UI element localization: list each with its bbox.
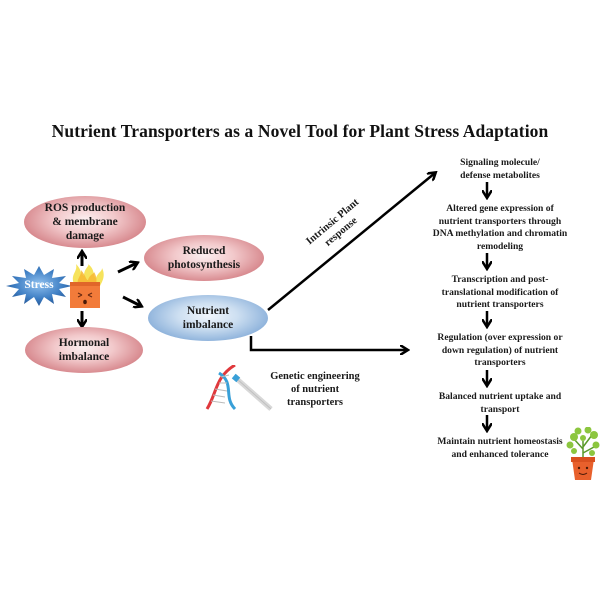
arrow-genetic-engineering [249,336,407,350]
step-transcription-modification: Transcription and post-translational mod… [441,274,559,310]
angry-burning-box-icon [70,264,104,308]
diagram-title: Nutrient Transporters as a Novel Tool fo… [51,121,549,141]
arrow-intrinsic-response [267,173,435,311]
potted-plant-icon [566,427,600,480]
arrow-to-nutrient-imbalance [122,295,141,306]
step-signaling-molecule: Signaling molecule/defense metabolites [460,157,540,181]
dna-editing-icon [205,365,273,411]
stress-starburst-icon [6,266,72,306]
stress-label: Stress [24,279,54,291]
arrow-to-photosynthesis [117,263,137,274]
